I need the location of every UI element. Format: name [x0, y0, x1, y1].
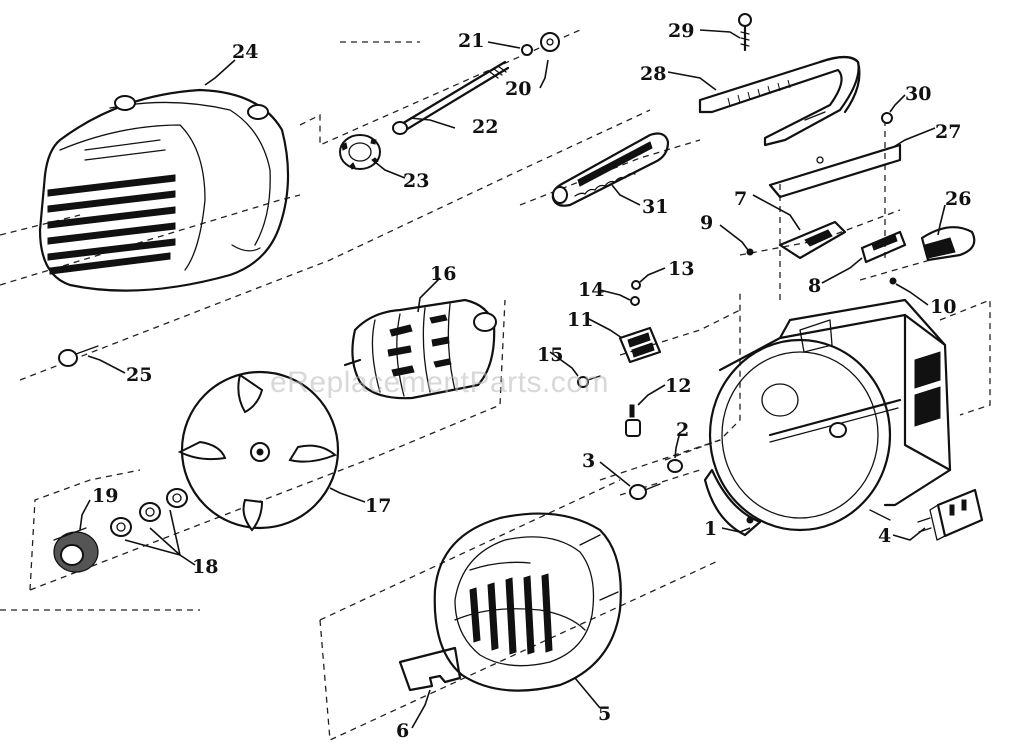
part-14-washer: [630, 296, 640, 306]
part-7-brush-cap: [778, 220, 847, 260]
part-25-bolt: [58, 345, 99, 367]
part-2-nut: [667, 459, 683, 473]
part-8-brush: [860, 230, 907, 264]
leader-lines: [79, 29, 946, 729]
label-28: 28: [640, 63, 666, 85]
part-number-labels: 24 21 20 22 23 25 16 17 19 18 29 28 30 2…: [92, 20, 971, 742]
label-12: 12: [665, 375, 691, 397]
part-18-washers: [110, 488, 188, 537]
label-20: 20: [505, 78, 531, 100]
label-21: 21: [458, 30, 484, 52]
part-16-rotor: [343, 298, 497, 400]
part-23-bearing: [339, 134, 381, 170]
part-15-screw: [577, 375, 601, 388]
part-11-switch: [618, 326, 662, 364]
label-22: 22: [472, 116, 498, 138]
label-11: 11: [567, 309, 593, 331]
part-22-through-bolt: [392, 60, 510, 135]
label-2: 2: [676, 419, 689, 441]
part-1-housing: [703, 298, 952, 537]
part-28-bracket: [698, 55, 861, 147]
label-17: 17: [365, 495, 391, 517]
part-21-nut: [521, 44, 533, 56]
label-30: 30: [905, 83, 931, 105]
label-13: 13: [668, 258, 694, 280]
part-10-screw: [889, 277, 897, 285]
part-19-bearing-cap: [53, 527, 99, 573]
label-5: 5: [598, 703, 611, 725]
part-17-fan: [177, 370, 340, 532]
part-13-nut: [631, 280, 641, 290]
part-6-insulation: [398, 646, 462, 692]
part-4-plug: [917, 488, 984, 541]
label-14: 14: [578, 279, 604, 301]
label-31: 31: [642, 196, 668, 218]
part-30-nut: [881, 112, 893, 124]
label-3: 3: [582, 450, 595, 472]
part-24-motor-cover: [38, 88, 290, 292]
label-7: 7: [734, 188, 747, 210]
label-16: 16: [430, 263, 456, 285]
label-6: 6: [396, 720, 409, 742]
part-29-screw: [738, 13, 752, 52]
part-3-screw: [629, 483, 661, 500]
label-1: 1: [704, 518, 717, 540]
label-10: 10: [930, 296, 956, 318]
part-27-plate: [768, 143, 902, 199]
part-9-screw: [746, 248, 754, 256]
label-15: 15: [537, 344, 563, 366]
label-18: 18: [192, 556, 218, 578]
label-29: 29: [668, 20, 694, 42]
label-26: 26: [945, 188, 971, 210]
label-9: 9: [700, 212, 713, 234]
label-27: 27: [935, 121, 961, 143]
part-26-brush: [920, 226, 976, 262]
label-19: 19: [92, 485, 118, 507]
part-5-stator: [433, 512, 622, 692]
watermark-text: eReplacementParts.com: [270, 366, 609, 399]
label-23: 23: [403, 170, 429, 192]
part-12-bushing: [625, 404, 641, 437]
part-20-washer: [540, 32, 560, 52]
label-25: 25: [126, 364, 152, 386]
label-4: 4: [878, 525, 891, 547]
label-8: 8: [808, 275, 821, 297]
cover-vent-slats: [47, 174, 176, 275]
label-24: 24: [232, 41, 258, 63]
part-31-brush-holder: [551, 132, 670, 207]
